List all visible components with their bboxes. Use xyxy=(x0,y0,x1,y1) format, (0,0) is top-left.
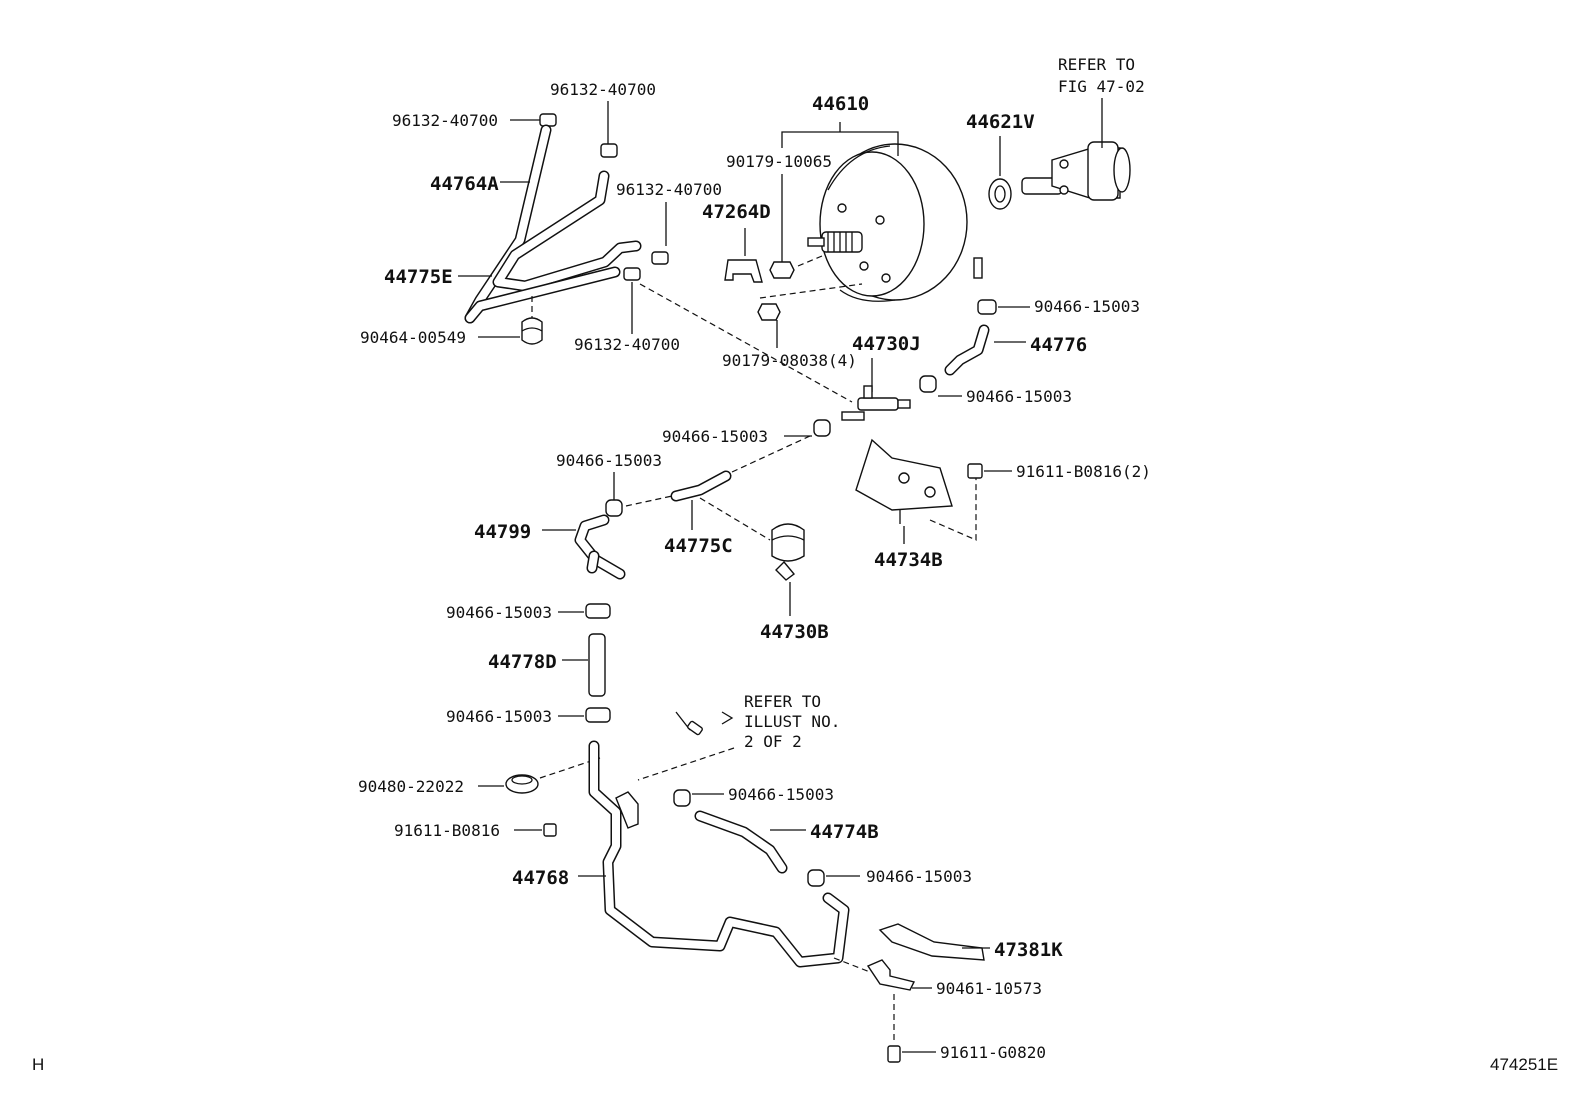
label-44775C: 44775C xyxy=(664,535,733,557)
hose-44775E xyxy=(492,170,642,292)
bracket-44734B xyxy=(855,438,953,524)
clamp-90466-g xyxy=(673,789,691,807)
label-90466-15003-g: 90466-15003 xyxy=(728,785,834,804)
clamp-44730B xyxy=(771,523,805,581)
tee-joint-44730J xyxy=(841,385,911,421)
refer-fig-line2: FIG 47-02 xyxy=(1058,77,1145,96)
label-44764A: 44764A xyxy=(430,173,499,195)
master-cylinder xyxy=(1021,141,1131,201)
label-44776: 44776 xyxy=(1030,334,1087,356)
clamp-90466-h xyxy=(807,869,825,887)
label-44610: 44610 xyxy=(812,93,869,115)
clamp-90466-d xyxy=(605,499,623,517)
label-44730J: 44730J xyxy=(852,333,921,355)
hose-44775C xyxy=(670,470,732,502)
label-96132-40700-mid: 96132-40700 xyxy=(616,180,722,199)
bracket-47381K xyxy=(878,923,985,961)
brake-booster xyxy=(807,143,983,302)
pipe-44768 xyxy=(588,740,850,968)
label-44778D: 44778D xyxy=(488,651,557,673)
label-44774B: 44774B xyxy=(810,821,879,843)
bolt-91611-B0816 xyxy=(543,823,557,837)
clamp-90464-00549 xyxy=(521,317,543,345)
hose-44778D xyxy=(588,633,606,697)
label-44730B: 44730B xyxy=(760,621,829,643)
footer-left-mark: H xyxy=(32,1055,44,1074)
label-47381K: 47381K xyxy=(994,939,1063,961)
label-44768: 44768 xyxy=(512,867,569,889)
label-90466-15003-c: 90466-15003 xyxy=(662,427,768,446)
clamp-90461-10573 xyxy=(866,959,916,991)
clip-96132-low xyxy=(623,267,641,281)
label-44621V: 44621V xyxy=(966,111,1035,133)
label-96132-40700-left: 96132-40700 xyxy=(392,111,498,130)
seal-44621V xyxy=(988,178,1012,210)
bolt-91611-B0816-2 xyxy=(967,463,983,479)
label-90466-15003-f: 90466-15003 xyxy=(446,707,552,726)
label-90466-15003-d: 90466-15003 xyxy=(556,451,662,470)
clamp-90466-a xyxy=(977,299,997,315)
bolt-91611-G0820 xyxy=(887,1045,901,1063)
figure-id: 474251E xyxy=(1490,1055,1558,1074)
clamp-90466-f xyxy=(585,707,611,723)
bracket-47264D xyxy=(724,259,763,283)
clip-96132-top xyxy=(600,143,618,158)
label-91611-B0816: 91611-B0816 xyxy=(394,821,500,840)
refer-illust-line1: REFER TO xyxy=(744,692,821,711)
clip-96132-left xyxy=(539,113,557,127)
label-90464-00549: 90464-00549 xyxy=(360,328,466,347)
label-90179-10065: 90179-10065 xyxy=(726,152,832,171)
label-90480-22022: 90480-22022 xyxy=(358,777,464,796)
clamp-90466-b xyxy=(919,375,937,393)
refer-illust-line3: 2 OF 2 xyxy=(744,732,802,751)
label-90461-10573: 90461-10573 xyxy=(936,979,1042,998)
label-44734B: 44734B xyxy=(874,549,943,571)
label-47264D: 47264D xyxy=(702,201,771,223)
label-96132-40700-low: 96132-40700 xyxy=(574,335,680,354)
label-44775E: 44775E xyxy=(384,266,453,288)
clamp-90466-e xyxy=(585,603,611,619)
label-91611-B0816-2: 91611-B0816(2) xyxy=(1016,462,1151,481)
label-90466-15003-b: 90466-15003 xyxy=(966,387,1072,406)
label-90466-15003-e: 90466-15003 xyxy=(446,603,552,622)
label-90466-15003-a: 90466-15003 xyxy=(1034,297,1140,316)
label-44799: 44799 xyxy=(474,521,531,543)
label-96132-40700-top: 96132-40700 xyxy=(550,80,656,99)
refer-illust-line2: ILLUST NO. xyxy=(744,712,840,731)
label-91611-G0820: 91611-G0820 xyxy=(940,1043,1046,1062)
hose-44799 xyxy=(574,514,626,580)
nut-90179-08038 xyxy=(757,303,781,321)
label-90466-15003-h: 90466-15003 xyxy=(866,867,972,886)
label-90179-08038-4: 90179-08038(4) xyxy=(722,351,857,370)
hose-44776 xyxy=(944,324,990,376)
nut-90179-10065 xyxy=(769,261,795,279)
clip-96132-mid xyxy=(651,251,669,265)
clamp-90466-c xyxy=(813,419,831,437)
hose-44774B xyxy=(694,810,788,874)
refer-fig-line1: REFER TO xyxy=(1058,55,1135,74)
